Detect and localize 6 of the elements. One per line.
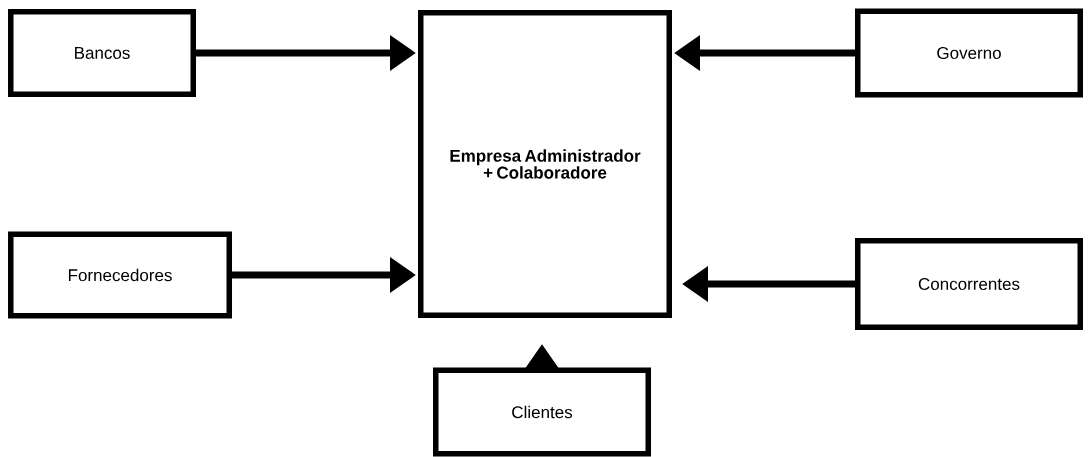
entity-box: Bancos [8, 9, 196, 97]
entity-box: Governo [855, 8, 1083, 98]
entity-box: Clientes [433, 367, 651, 457]
entity-box: Fornecedores [8, 231, 232, 319]
entity-box: Concorrentes [855, 238, 1083, 330]
main-box: Empresa Administrador + Colaboradore [418, 10, 672, 318]
